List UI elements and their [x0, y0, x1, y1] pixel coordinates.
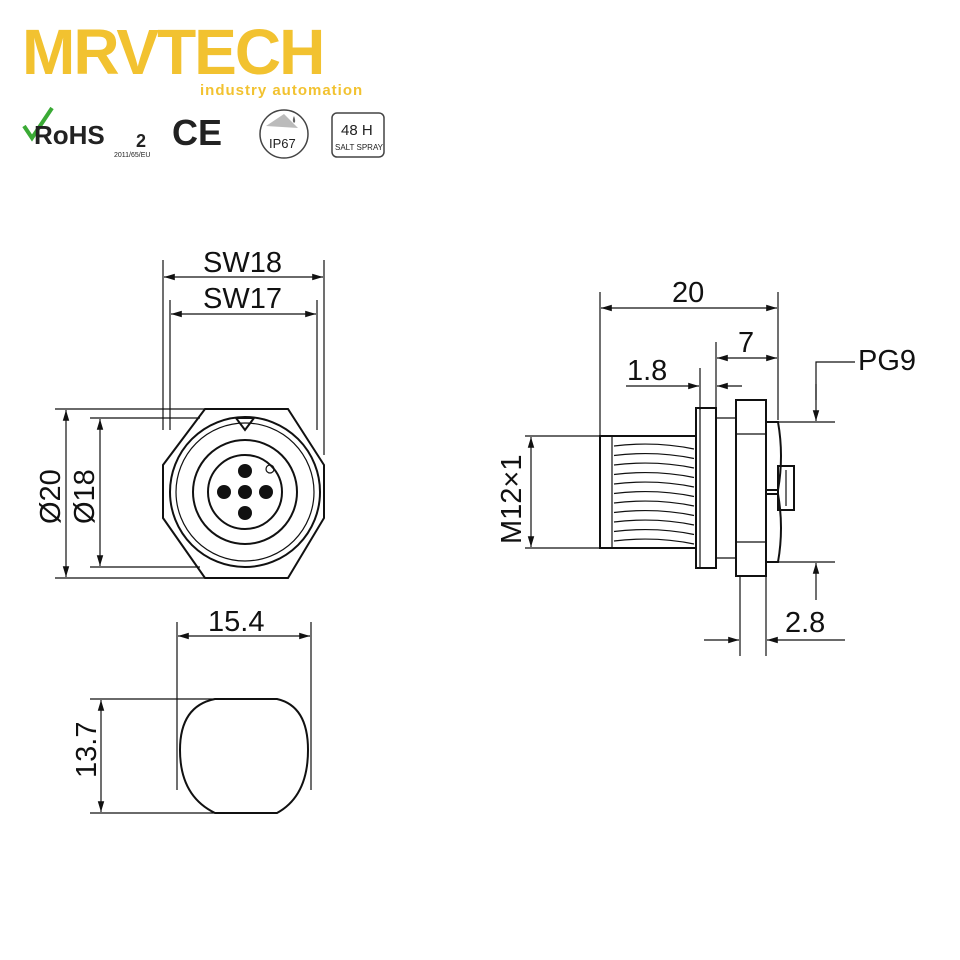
dim-height-13-7: 13.7	[71, 722, 103, 778]
dim-d18: Ø18	[69, 469, 101, 524]
mrvtech-logo: MRVTECH industry automation	[22, 18, 363, 99]
brand-name: MRVTECH	[22, 18, 323, 88]
front-view	[162, 408, 325, 579]
dim-thread-m12: M12×1	[496, 455, 528, 544]
dim-pg9: PG9	[858, 345, 916, 377]
dim-length-1-8: 1.8	[627, 355, 667, 387]
thread-crest	[613, 491, 695, 498]
insert-inner	[207, 454, 283, 530]
pin-center	[238, 485, 252, 499]
pin-1	[238, 464, 252, 478]
salt-spray-label: SALT SPRAY	[335, 143, 384, 152]
coding-key-icon	[234, 417, 256, 432]
ip-rating: IP67	[269, 136, 296, 151]
rohs-directive: 2011/65/EU	[114, 152, 150, 159]
dim-d20: Ø20	[35, 469, 67, 524]
coding-hole	[265, 464, 275, 474]
panel-hex-nut	[735, 399, 767, 577]
thread-crest	[613, 443, 695, 450]
thread-crest	[613, 500, 695, 507]
rohs-label: RoHS	[34, 120, 105, 150]
ce-mark: CE	[172, 112, 222, 153]
panel-cutout-outline	[178, 698, 310, 814]
hex-nut-outline	[162, 408, 325, 579]
dim-width-15-4: 15.4	[208, 606, 264, 638]
water-drop-icon	[292, 116, 296, 123]
rear-pin-block	[777, 465, 795, 511]
flange-nut	[695, 407, 717, 569]
rohs-badge: RoHS 2 2011/65/EU	[22, 106, 150, 159]
ip67-badge: IP67	[259, 109, 309, 159]
thread-crest	[613, 510, 695, 517]
dim-length-20: 20	[672, 277, 704, 309]
pg9-leader-top	[815, 361, 855, 400]
side-view	[599, 399, 795, 577]
thread-pattern	[613, 443, 695, 545]
thread-crest	[613, 453, 695, 460]
rohs-version: 2	[136, 131, 146, 151]
inner-ring	[175, 422, 315, 562]
pin-2	[217, 485, 231, 499]
pin-3	[259, 485, 273, 499]
dim-length-7: 7	[738, 327, 754, 359]
dim-length-2-8: 2.8	[785, 607, 825, 639]
thread-crest	[613, 481, 695, 488]
pin-4	[238, 506, 252, 520]
thread-crest	[613, 462, 695, 469]
insert-face	[192, 439, 298, 545]
brand-tagline: industry automation	[200, 82, 363, 99]
thread-crest	[613, 519, 695, 526]
dim-sw18: SW18	[203, 247, 282, 279]
checkmark-icon	[22, 106, 54, 142]
salt-spray-hours: 48 H	[341, 122, 373, 139]
dim-sw17: SW17	[203, 283, 282, 315]
thread-crest	[613, 472, 695, 479]
salt-spray-badge: 48 H SALT SPRAY	[331, 112, 385, 158]
thread-crest	[613, 529, 695, 536]
thread-crest	[613, 538, 695, 545]
certification-badges: RoHS 2 2011/65/EU CE IP67 48 H SALT SPRA…	[22, 106, 385, 159]
dust-icon	[266, 114, 298, 128]
